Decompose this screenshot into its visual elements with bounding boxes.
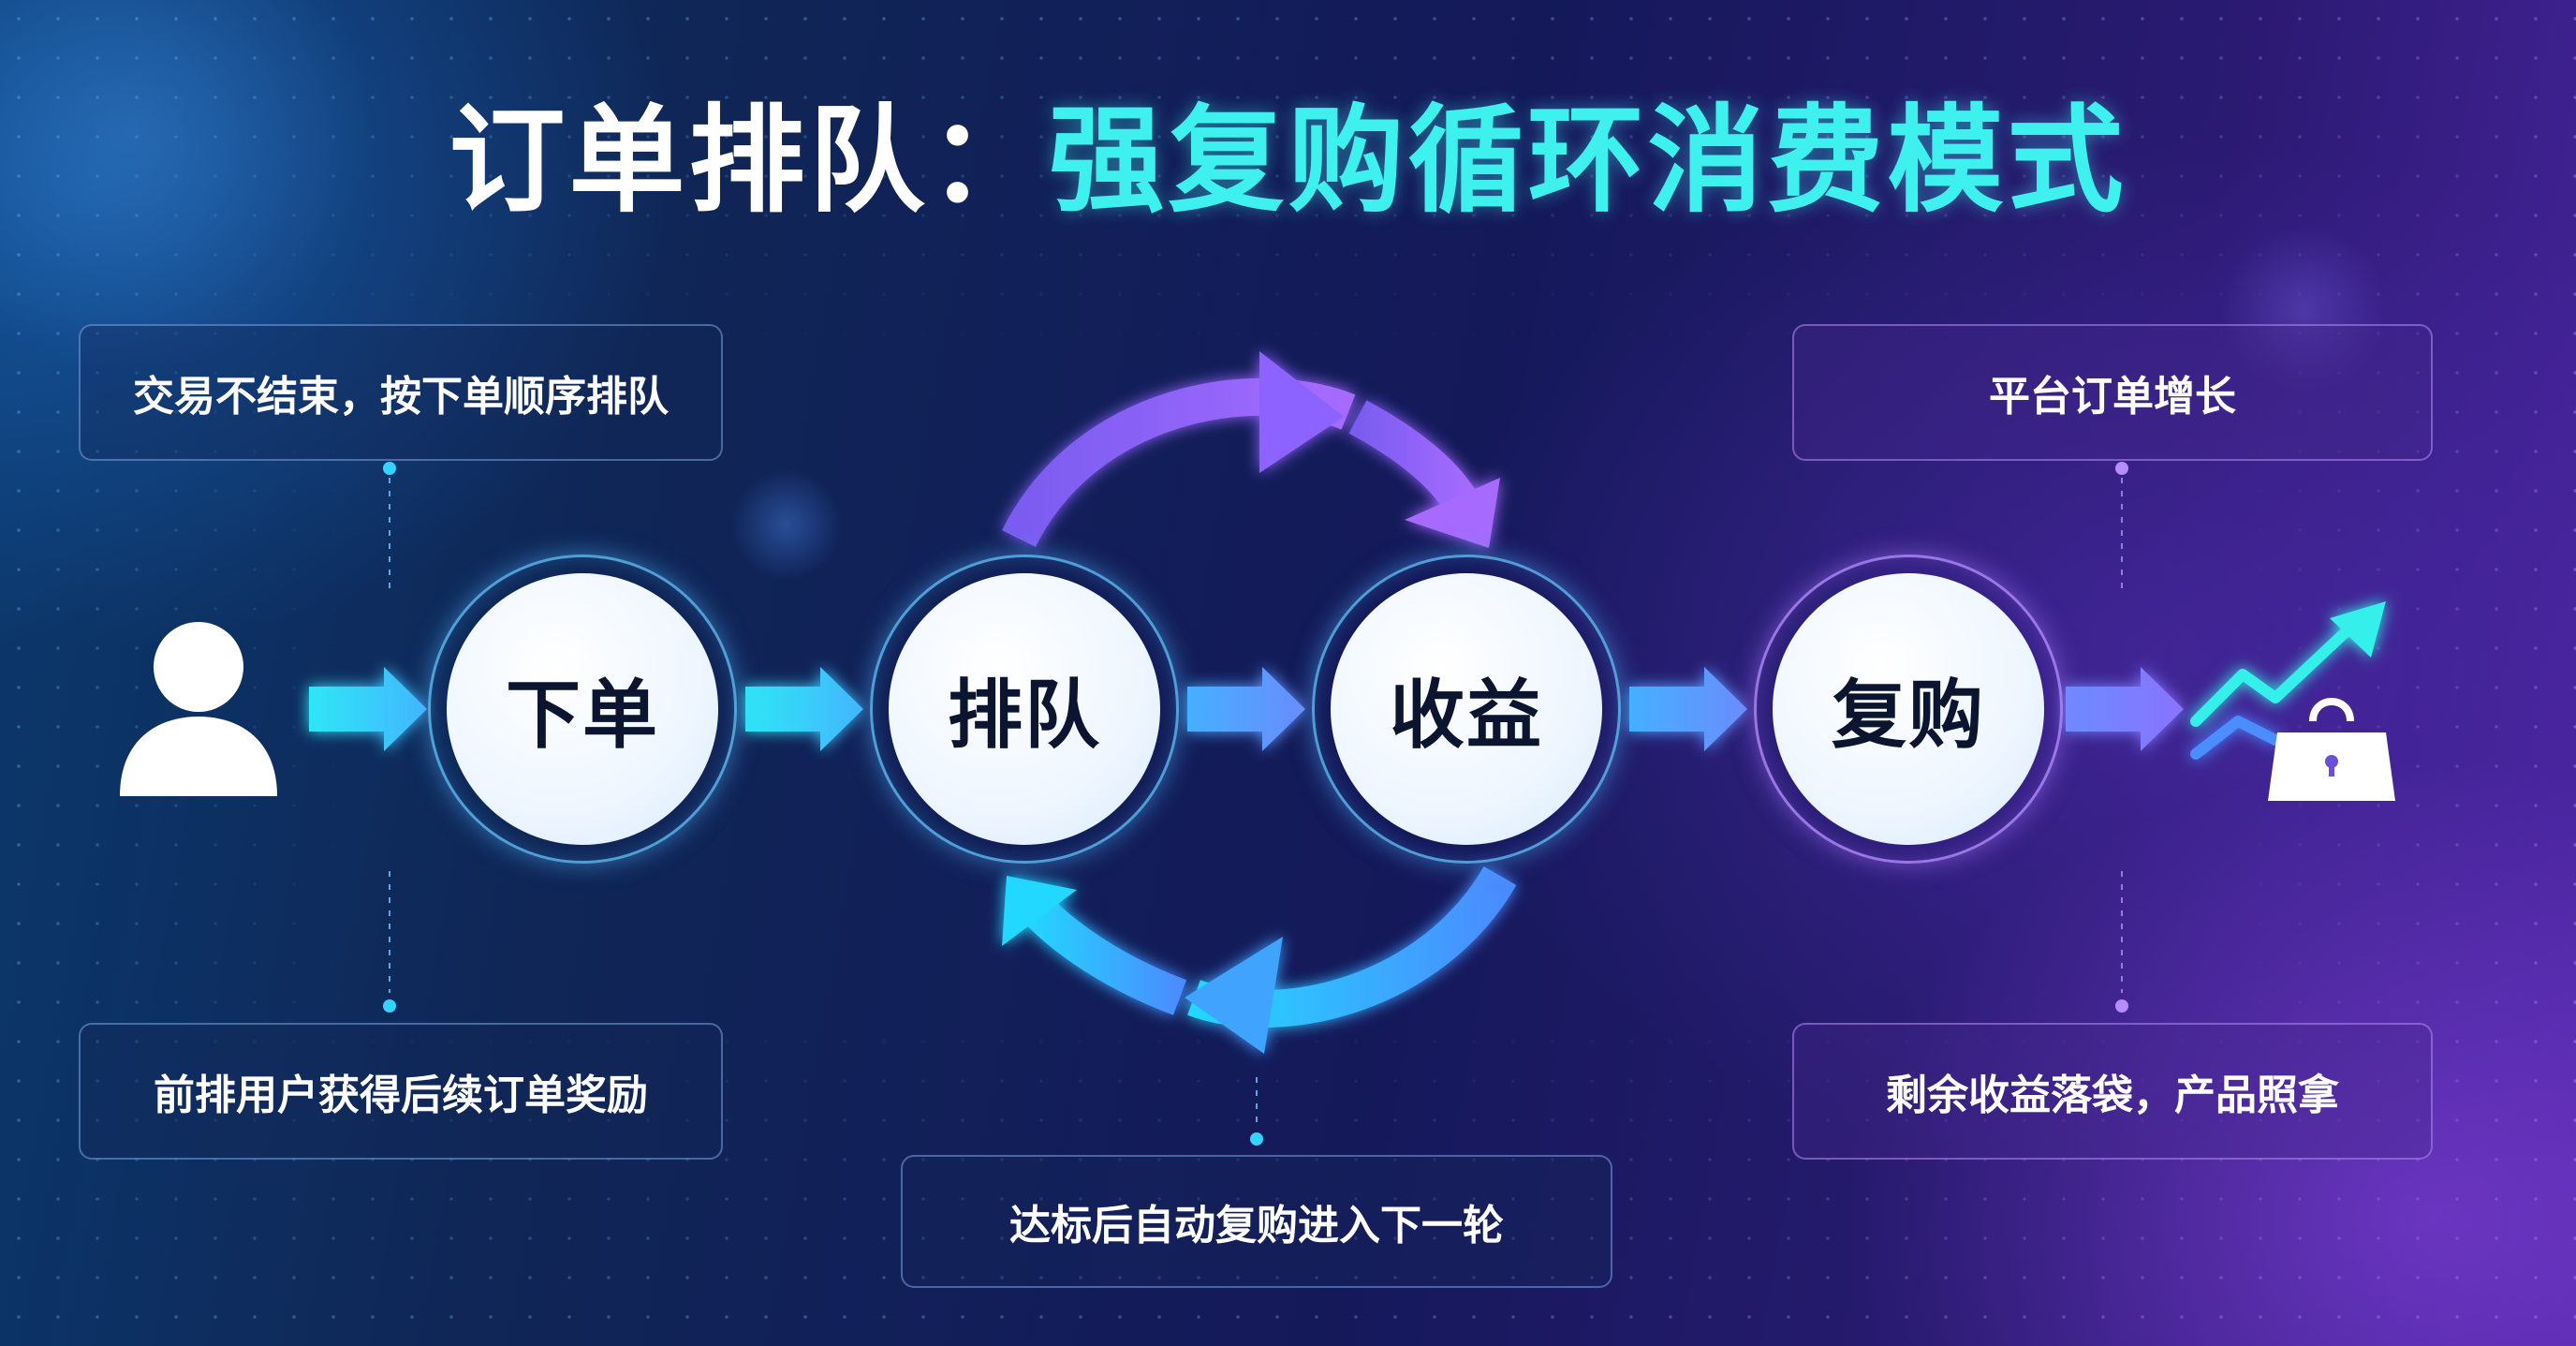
- arrow-to-repurchase: [1629, 667, 1747, 751]
- node-repurchase-label: 复购: [1832, 672, 1985, 759]
- node-place-order-label: 下单: [506, 672, 659, 759]
- note-bottom-center-text: 达标后自动复购进入下一轮: [1009, 1202, 1504, 1250]
- node-earnings: 收益: [1312, 555, 1621, 864]
- node-repurchase: 复购: [1754, 555, 2063, 864]
- note-bottom-right: 剩余收益落袋，产品照拿: [1792, 1023, 2433, 1160]
- arrow-to-earnings: [1187, 667, 1305, 751]
- connector-bottom-right: [2115, 871, 2128, 1013]
- node-place-order: 下单: [428, 555, 737, 864]
- note-top-left: 交易不结束，按下单顺序排队: [79, 324, 723, 461]
- title-highlight: 强复购循环消费模式: [1048, 94, 2127, 229]
- arrow-to-queue: [745, 667, 863, 751]
- connector-bottom-left: [383, 871, 396, 1013]
- note-bottom-center: 达标后自动复购进入下一轮: [901, 1155, 1612, 1288]
- node-earnings-label: 收益: [1390, 672, 1543, 759]
- node-queue-label: 排队: [948, 672, 1101, 759]
- title-prefix: 订单排队：: [449, 94, 1049, 229]
- note-bottom-left: 前排用户获得后续订单奖励: [79, 1023, 723, 1160]
- note-top-left-text: 交易不结束，按下单顺序排队: [133, 373, 669, 421]
- note-top-right: 平台订单增长: [1792, 324, 2433, 461]
- user-icon: [120, 622, 277, 796]
- note-top-right-text: 平台订单增长: [1989, 373, 2236, 421]
- cycle-arrow-top: [1002, 351, 1500, 548]
- note-bottom-left-text: 前排用户获得后续订单奖励: [154, 1072, 648, 1119]
- note-bottom-right-text: 剩余收益落袋，产品照拿: [1886, 1072, 2339, 1119]
- node-queue: 排队: [870, 555, 1179, 864]
- connector-top-right: [2115, 462, 2128, 595]
- arrow-to-growth: [2066, 667, 2184, 751]
- arrow-to-order: [309, 667, 427, 751]
- cycle-arrow-bottom: [1002, 865, 1517, 1054]
- page-title: 订单排队：强复购循环消费模式: [0, 86, 2576, 236]
- connector-bottom-center: [1250, 1077, 1263, 1146]
- growth-chart-shopping-bag-icon: [2190, 601, 2395, 801]
- connector-top-left: [383, 462, 396, 595]
